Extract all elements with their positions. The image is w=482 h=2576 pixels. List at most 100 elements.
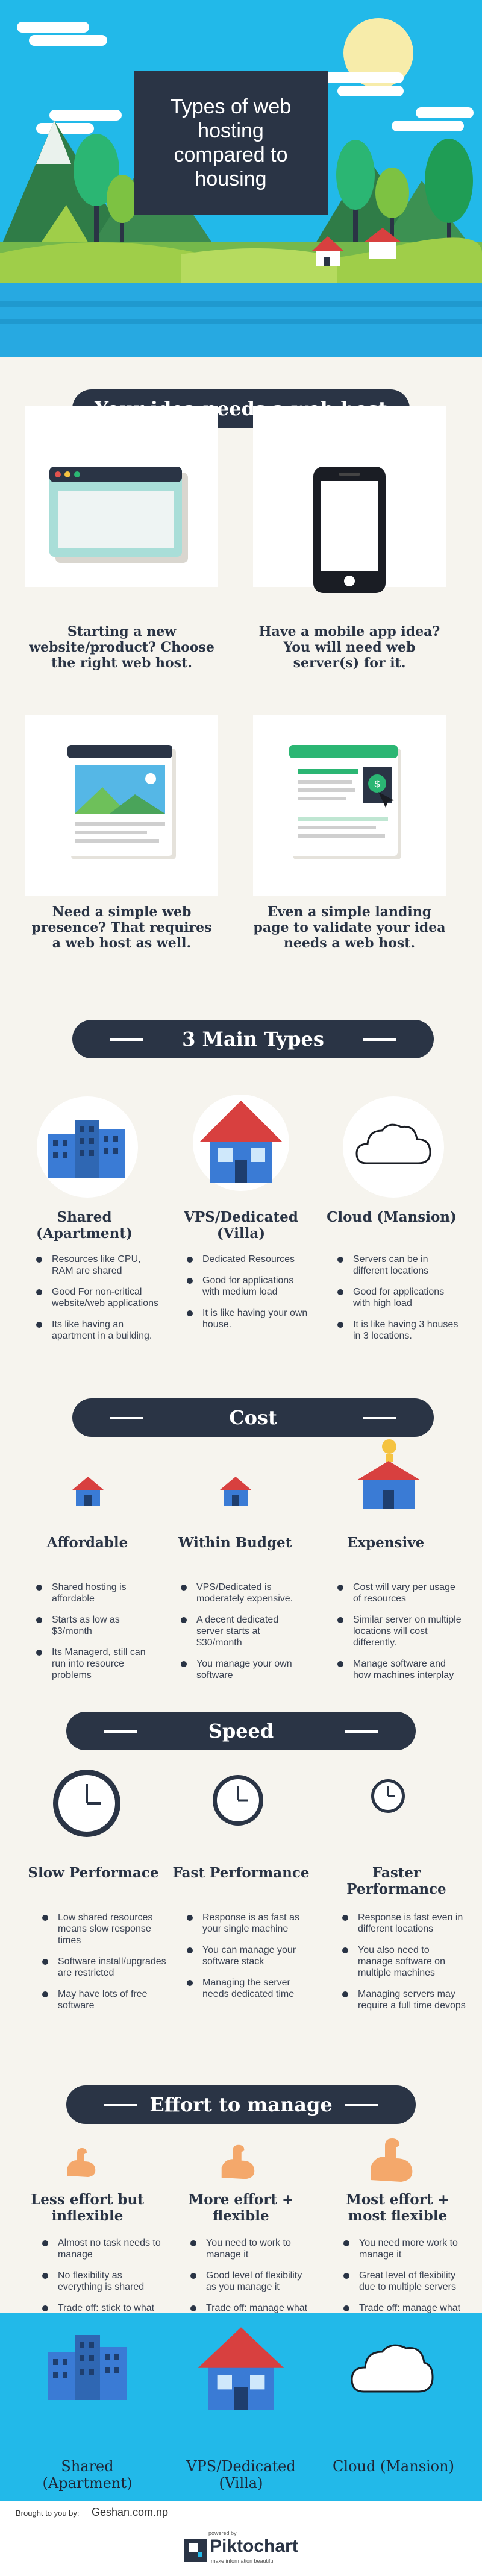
heading-dash: [345, 1730, 378, 1733]
bullet-item: It is like having your own house.: [184, 1307, 311, 1330]
type-title: Shared (Apartment): [36, 1209, 133, 1242]
section-heading-effort: Effort to manage: [66, 2085, 416, 2124]
cost-bullets: Shared hosting is affordable Starts as l…: [34, 1582, 160, 1691]
villa-house-icon: [198, 2327, 284, 2410]
small-house-icon: [220, 1477, 251, 1506]
footer-item-title: Shared (Apartment): [42, 2458, 133, 2492]
speed-title: Fast Performance: [172, 1865, 310, 1881]
section-heading-text: Cost: [229, 1406, 277, 1429]
idea-caption: Have a mobile app idea? You will need we…: [258, 624, 440, 671]
bullet-item: Good For non-critical website/web applic…: [34, 1286, 160, 1309]
bullet-item: Manage software and how machines interpl…: [335, 1658, 462, 1681]
house-icon: [312, 236, 343, 266]
speed-title: Slow Performace: [28, 1865, 159, 1881]
cloud-icon: [351, 2344, 434, 2393]
page-title: Types of web hosting compared to housing: [170, 95, 292, 190]
effort-title: Most effort + most flexible: [346, 2191, 449, 2224]
hero-banner: Types of web hosting compared to housing: [0, 0, 482, 357]
bullet-item: Shared hosting is affordable: [34, 1582, 160, 1604]
type-bullets: Dedicated Resources Good for application…: [184, 1254, 311, 1340]
credit-label: Brought to you by:: [16, 2508, 80, 2518]
cost-title: Within Budget: [178, 1535, 292, 1551]
bullet-item: Resources like CPU, RAM are shared: [34, 1254, 160, 1277]
piktochart-badge[interactable]: powered by Piktochart make information b…: [176, 2529, 321, 2571]
bullet-item: Good for applications with high load: [335, 1286, 462, 1309]
bullet-item: Response is fast even in different locat…: [340, 1912, 466, 1935]
apartment-building-icon: [48, 2335, 127, 2400]
effort-bullets: You need to work to manage it Good level…: [188, 2237, 315, 2335]
small-house-icon: [72, 1477, 104, 1506]
bullet-item: You can manage your software stack: [184, 1944, 311, 1967]
brand-tagline: make information beautiful: [211, 2558, 275, 2564]
credit-link[interactable]: Geshan.com.np: [92, 2506, 169, 2518]
speed-bullets: Low shared resources means slow response…: [40, 1912, 166, 2021]
brand-name: Piktochart: [210, 2536, 298, 2556]
footer-item-title: VPS/Dedicated (Villa): [186, 2458, 296, 2492]
apartment-building-icon: [37, 1096, 138, 1198]
type-bullets: Resources like CPU, RAM are shared Good …: [34, 1254, 160, 1351]
section-heading-types: 3 Main Types: [72, 1020, 434, 1058]
heading-dash: [110, 1038, 143, 1041]
section-heading-text: Effort to manage: [149, 2093, 333, 2116]
bullet-item: Response is as fast as your single machi…: [184, 1912, 311, 1935]
idea-card-landing: $: [253, 715, 446, 896]
landing-page-icon: $: [289, 745, 401, 859]
type-title: Cloud (Mansion): [327, 1209, 457, 1225]
flexed-arm-icon: [221, 2144, 255, 2179]
clock-icon: [53, 1770, 120, 1837]
heading-dash: [104, 2104, 137, 2106]
heading-dash: [363, 1038, 396, 1041]
idea-caption: Starting a new website/product? Choose t…: [29, 624, 214, 671]
bullet-item: Similar server on multiple locations wil…: [335, 1614, 462, 1648]
section-heading-cost: Cost: [72, 1398, 434, 1437]
bullet-item: Good level of flexibility as you manage …: [188, 2270, 315, 2293]
speed-bullets: Response is fast even in different locat…: [340, 1912, 466, 2021]
idea-caption: Even a simple landing page to validate y…: [253, 904, 446, 951]
cost-title: Expensive: [346, 1535, 425, 1551]
type-bullets: Servers can be in different locations Go…: [335, 1254, 462, 1351]
heading-dash: [363, 1417, 396, 1419]
cost-bullets: VPS/Dedicated is moderately expensive. A…: [178, 1582, 305, 1691]
effort-bullets: You need more work to manage it Great le…: [341, 2237, 468, 2335]
type-title: VPS/Dedicated (Villa): [184, 1209, 298, 1242]
bullet-item: You also need to manage software on mult…: [340, 1944, 466, 1979]
effort-title: More effort + flexible: [188, 2191, 294, 2224]
clock-icon: [213, 1775, 263, 1826]
bullet-item: Managing the server needs dedicated time: [184, 1977, 311, 2000]
footer-summary-band: Shared (Apartment) VPS/Dedicated (Villa)…: [0, 2313, 482, 2501]
speed-bullets: Response is as fast as your single machi…: [184, 1912, 311, 2009]
svg-text:$: $: [375, 779, 380, 790]
flexed-arm-icon: [67, 2148, 96, 2177]
bullet-item: You manage your own software: [178, 1658, 305, 1681]
section-heading-text: 3 Main Types: [182, 1028, 324, 1051]
bullet-item: A decent dedicated server starts at $30/…: [178, 1614, 305, 1648]
bullet-item: Starts as low as $3/month: [34, 1614, 160, 1637]
bullet-item: May have lots of free software: [40, 1988, 166, 2011]
browser-window-icon: [49, 467, 188, 563]
heading-dash: [104, 1730, 137, 1733]
bullet-item: Its like having an apartment in a buildi…: [34, 1319, 160, 1342]
effort-title: Less effort but inflexible: [31, 2191, 144, 2224]
bullet-item: Good for applications with medium load: [184, 1275, 311, 1298]
footer-item-title: Cloud (Mansion): [333, 2458, 454, 2475]
bullet-item: VPS/Dedicated is moderately expensive.: [178, 1582, 305, 1604]
villa-house-icon: [193, 1095, 289, 1191]
bullet-item: Servers can be in different locations: [335, 1254, 462, 1277]
idea-caption: Need a simple web presence? That require…: [31, 904, 212, 951]
heading-dash: [110, 1417, 143, 1419]
bullet-item: Software install/upgrades are restricted: [40, 1956, 166, 1979]
bullet-item: You need more work to manage it: [341, 2237, 468, 2260]
cost-title: Affordable: [46, 1535, 128, 1551]
flexed-arm-icon: [371, 2138, 413, 2182]
bullet-item: Almost no task needs to manage: [40, 2237, 166, 2260]
bullet-item: Great level of flexibility due to multip…: [341, 2270, 468, 2293]
section-heading-text: Speed: [208, 1720, 274, 1742]
web-page-icon: [67, 745, 176, 859]
smartphone-icon: [313, 467, 386, 593]
section-heading-speed: Speed: [66, 1712, 416, 1750]
hero-title-box: Types of web hosting compared to housing: [134, 71, 328, 215]
piktochart-logo-icon: [184, 2539, 207, 2562]
bullet-item: Managing servers may require a full time…: [340, 1988, 466, 2011]
bullet-item: Its Managerd, still can run into resourc…: [34, 1647, 160, 1681]
bullet-item: Cost will vary per usage of resources: [335, 1582, 462, 1604]
